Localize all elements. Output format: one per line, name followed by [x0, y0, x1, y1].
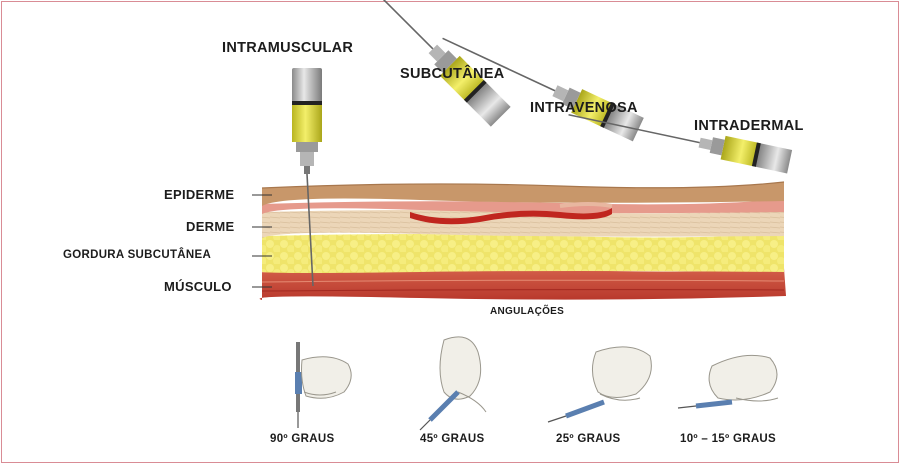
label-dermis: DERME: [186, 219, 234, 234]
skin-cross-section: [260, 182, 786, 300]
label-45-degrees: 45º GRAUS: [420, 433, 484, 445]
hand-10-15-degrees-illustration: [678, 355, 778, 408]
hand-90-degrees-illustration: [295, 342, 351, 428]
label-intravenous: INTRAVENOSA: [530, 100, 638, 116]
label-muscle: MÚSCULO: [164, 279, 232, 294]
label-epidermis: EPIDERME: [164, 187, 234, 202]
label-subcutaneous-fat: GORDURA SUBCUTÂNEA: [63, 249, 211, 261]
label-intradermal: INTRADERMAL: [694, 118, 804, 134]
label-25-degrees: 25º GRAUS: [556, 433, 620, 445]
label-90-degrees: 90º GRAUS: [270, 433, 334, 445]
hand-45-degrees-illustration: [420, 337, 486, 430]
hand-25-degrees-illustration: [548, 347, 651, 422]
label-subcutaneous: SUBCUTÂNEA: [400, 66, 505, 82]
label-intramuscular: INTRAMUSCULAR: [222, 40, 353, 56]
label-10-15-degrees: 10º – 15º GRAUS: [680, 433, 776, 445]
angles-title: ANGULAÇÕES: [490, 306, 564, 317]
syringe-subcutaneous: [337, 0, 511, 127]
fat-layer: [262, 233, 784, 273]
